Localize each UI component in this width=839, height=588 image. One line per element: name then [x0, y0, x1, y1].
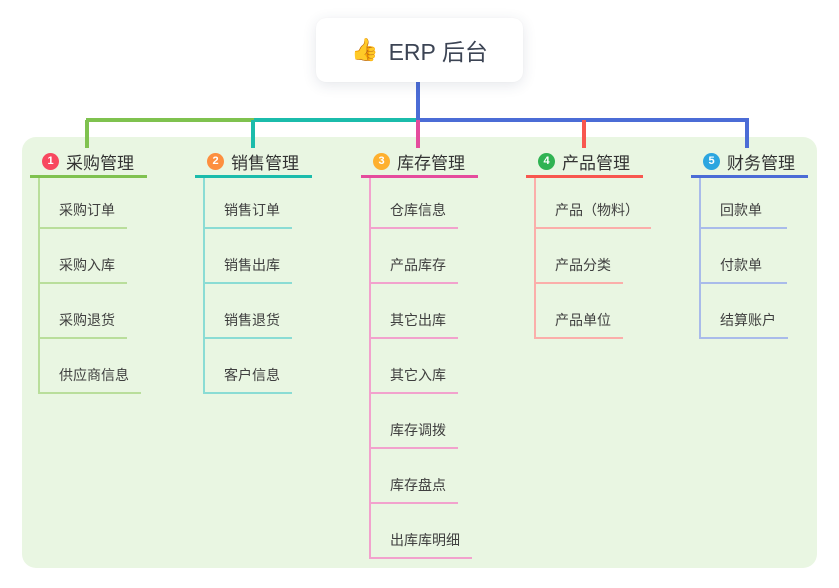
- child-node[interactable]: 库存盘点: [371, 449, 458, 504]
- child-node[interactable]: 库存调拨: [371, 394, 458, 449]
- child-node[interactable]: 出库库明细: [371, 504, 472, 559]
- child-node[interactable]: 其它出库: [371, 284, 458, 339]
- child-node[interactable]: 销售退货: [205, 284, 292, 339]
- branch-purchase: 1 采购管理 采购订单 采购入库 采购退货 供应商信息: [30, 148, 147, 394]
- drop-line-inventory: [416, 120, 420, 148]
- branch-label: 产品管理: [562, 154, 630, 173]
- badge-number-5: 5: [703, 153, 720, 170]
- child-node[interactable]: 回款单: [701, 178, 787, 229]
- child-node[interactable]: 结算账户: [701, 284, 788, 339]
- child-node[interactable]: 产品单位: [536, 284, 623, 339]
- branch-label: 财务管理: [727, 154, 795, 173]
- drop-line-finance: [745, 120, 749, 148]
- root-node-label: ERP 后台: [388, 39, 488, 65]
- root-stem-line: [416, 82, 420, 122]
- badge-number-1: 1: [42, 153, 59, 170]
- branch-title-purchase[interactable]: 1 采购管理: [30, 148, 147, 178]
- child-node[interactable]: 采购退货: [40, 284, 127, 339]
- child-node[interactable]: 销售出库: [205, 229, 292, 284]
- child-node[interactable]: 产品（物料）: [536, 178, 651, 229]
- branch-children-purchase: 采购订单 采购入库 采购退货 供应商信息: [38, 178, 141, 394]
- branch-title-inventory[interactable]: 3 库存管理: [361, 148, 478, 178]
- branch-sales: 2 销售管理 销售订单 销售出库 销售退货 客户信息: [195, 148, 312, 394]
- branch-children-sales: 销售订单 销售出库 销售退货 客户信息: [203, 178, 292, 394]
- branch-children-finance: 回款单 付款单 结算账户: [699, 178, 788, 339]
- branch-children-inventory: 仓库信息 产品库存 其它出库 其它入库 库存调拨 库存盘点 出库库明细: [369, 178, 472, 559]
- branch-product: 4 产品管理 产品（物料） 产品分类 产品单位: [526, 148, 651, 339]
- drop-line-purchase: [85, 120, 89, 148]
- branch-title-sales[interactable]: 2 销售管理: [195, 148, 312, 178]
- branch-title-product[interactable]: 4 产品管理: [526, 148, 643, 178]
- connector-segment-purchase: [86, 118, 254, 122]
- badge-number-2: 2: [207, 153, 224, 170]
- child-node[interactable]: 采购订单: [40, 178, 127, 229]
- child-node[interactable]: 产品分类: [536, 229, 623, 284]
- branch-title-finance[interactable]: 5 财务管理: [691, 148, 808, 178]
- drop-line-sales: [251, 120, 255, 148]
- child-node[interactable]: 供应商信息: [40, 339, 141, 394]
- child-node[interactable]: 产品库存: [371, 229, 458, 284]
- badge-number-4: 4: [538, 153, 555, 170]
- drop-line-product: [582, 120, 586, 148]
- thumbs-up-icon: 👍: [351, 37, 379, 62]
- branch-label: 采购管理: [66, 154, 134, 173]
- branch-children-product: 产品（物料） 产品分类 产品单位: [534, 178, 651, 339]
- connector-segment-sales: [254, 118, 418, 122]
- child-node[interactable]: 仓库信息: [371, 178, 458, 229]
- branch-finance: 5 财务管理 回款单 付款单 结算账户: [691, 148, 808, 339]
- branches-panel: [22, 137, 817, 568]
- badge-number-3: 3: [373, 153, 390, 170]
- child-node[interactable]: 其它入库: [371, 339, 458, 394]
- child-node[interactable]: 销售订单: [205, 178, 292, 229]
- branch-label: 销售管理: [231, 154, 299, 173]
- branch-label: 库存管理: [397, 154, 465, 173]
- child-node[interactable]: 采购入库: [40, 229, 127, 284]
- branch-inventory: 3 库存管理 仓库信息 产品库存 其它出库 其它入库 库存调拨 库存盘点 出库库…: [361, 148, 478, 559]
- child-node[interactable]: 客户信息: [205, 339, 292, 394]
- root-node-erp[interactable]: 👍 ERP 后台: [316, 18, 523, 82]
- child-node[interactable]: 付款单: [701, 229, 787, 284]
